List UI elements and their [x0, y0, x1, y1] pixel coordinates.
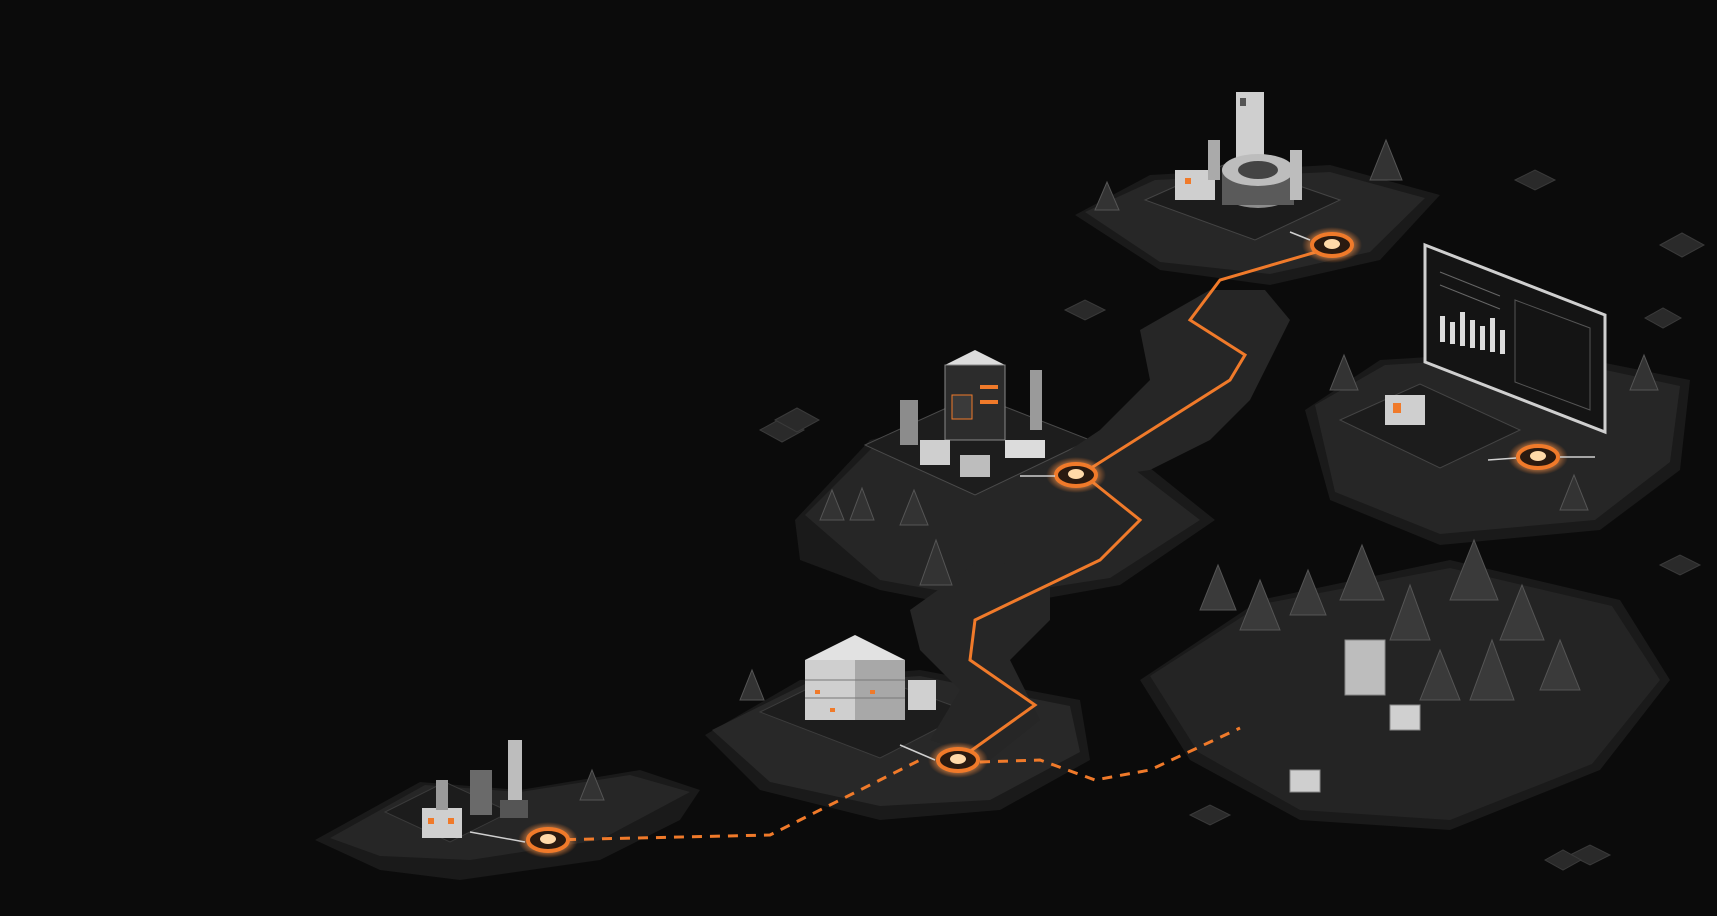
data-center-icon — [900, 350, 1045, 477]
node-city-hub[interactable] — [1302, 227, 1362, 263]
floating-blocks — [758, 169, 1706, 871]
path-server-depot-to-forest — [979, 726, 1241, 782]
node-connectors — [469, 231, 1595, 843]
node-dashboard[interactable] — [1508, 439, 1568, 475]
small-buildings-tower-icon — [422, 740, 528, 838]
ridge-path-ground — [910, 290, 1290, 760]
node-data-center[interactable] — [1046, 457, 1106, 493]
server-stack-icon — [805, 635, 936, 720]
node-start[interactable] — [518, 822, 578, 858]
monitor-dashboard-icon — [1385, 242, 1607, 435]
pine-trees-misc — [579, 138, 1659, 801]
path-data-center-to-city-hub — [1079, 246, 1331, 477]
node-server-depot[interactable] — [928, 742, 988, 778]
path-start-to-server-depot — [547, 758, 921, 842]
city-skyline-icon — [1175, 92, 1302, 208]
pine-forest-icon — [1199, 538, 1581, 793]
